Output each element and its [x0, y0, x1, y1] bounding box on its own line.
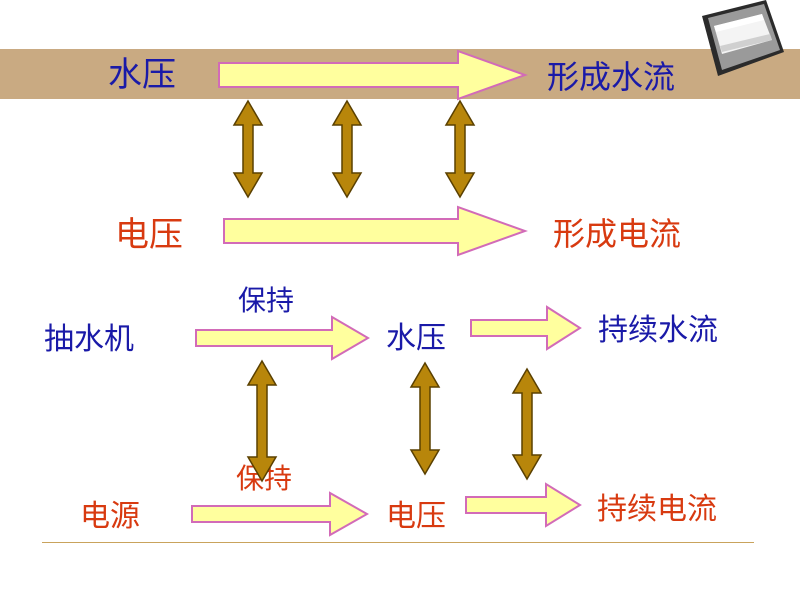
row4-left-label: 电源	[80, 499, 140, 534]
right-arrow-icon	[470, 305, 582, 351]
row4-middle-label: 电压	[386, 499, 446, 534]
row1-right-label: 形成水流	[547, 58, 676, 96]
right-arrow-icon	[195, 315, 370, 361]
row2-right-label: 形成电流	[553, 215, 682, 253]
double-vertical-arrow-icon	[511, 367, 543, 481]
row4-right-label: 持续电流	[597, 492, 717, 527]
double-vertical-arrow-icon	[232, 99, 264, 199]
double-vertical-arrow-icon	[444, 99, 476, 199]
row3-keep-label: 保持	[238, 284, 295, 317]
fluorescent-lamp-icon	[702, 0, 784, 76]
row3-right-label: 持续水流	[598, 313, 718, 348]
row2-left-label: 电压	[115, 215, 183, 255]
row3-left-label: 抽水机	[44, 322, 134, 357]
row1-left-label: 水压	[108, 55, 176, 95]
double-vertical-arrow-icon	[409, 361, 441, 476]
right-arrow-icon	[223, 205, 528, 257]
double-vertical-arrow-icon	[246, 359, 278, 483]
right-arrow-icon	[218, 49, 528, 101]
right-arrow-icon	[191, 491, 370, 537]
row3-middle-label: 水压	[386, 321, 446, 356]
double-vertical-arrow-icon	[331, 99, 363, 199]
bottom-divider	[42, 542, 754, 543]
right-arrow-icon	[465, 482, 582, 528]
